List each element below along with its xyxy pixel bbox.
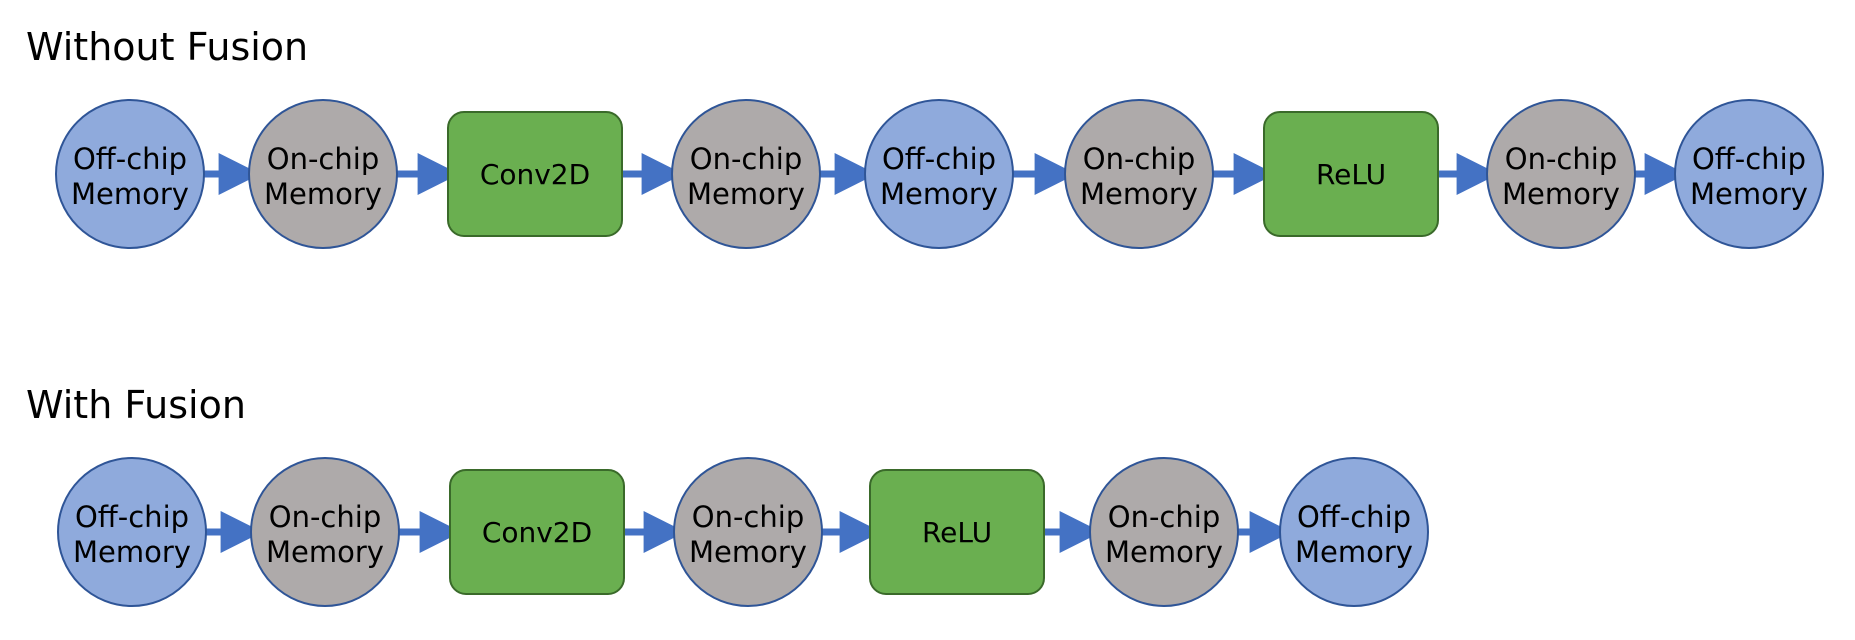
memory-label-line2: Memory bbox=[1502, 177, 1620, 211]
title-with-fusion: With Fusion bbox=[26, 383, 246, 427]
memory-label-line2: Memory bbox=[264, 177, 382, 211]
memory-label-line1: On-chip bbox=[267, 142, 379, 176]
op-label: Conv2D bbox=[480, 158, 590, 191]
memory-label-line2: Memory bbox=[1105, 535, 1223, 569]
memory-circle bbox=[864, 99, 1014, 249]
memory-label-line1: Off-chip bbox=[882, 142, 996, 176]
op-box-shape bbox=[449, 469, 625, 595]
memory-circle bbox=[250, 457, 400, 607]
memory-label-line1: On-chip bbox=[1083, 142, 1195, 176]
memory-circle bbox=[671, 99, 821, 249]
memory-circle bbox=[1674, 99, 1824, 249]
memory-label-line2: Memory bbox=[687, 177, 805, 211]
memory-label-line1: On-chip bbox=[1505, 142, 1617, 176]
op-label: ReLU bbox=[922, 516, 992, 549]
op-box-shape bbox=[869, 469, 1045, 595]
memory-circle bbox=[1279, 457, 1429, 607]
title-without-fusion: Without Fusion bbox=[26, 25, 308, 69]
op-box-conv2d: Conv2D bbox=[449, 469, 625, 595]
memory-circle bbox=[1064, 99, 1214, 249]
memory-label-line2: Memory bbox=[1080, 177, 1198, 211]
memory-circle bbox=[55, 99, 205, 249]
op-box-relu: ReLU bbox=[869, 469, 1045, 595]
memory-label-line2: Memory bbox=[1690, 177, 1808, 211]
memory-circle bbox=[1089, 457, 1239, 607]
memory-label-line2: Memory bbox=[689, 535, 807, 569]
op-box-shape bbox=[447, 111, 623, 237]
memory-circle bbox=[248, 99, 398, 249]
memory-label-line2: Memory bbox=[1295, 535, 1413, 569]
memory-label-line1: Off-chip bbox=[1692, 142, 1806, 176]
memory-label-line2: Memory bbox=[880, 177, 998, 211]
memory-label-line1: On-chip bbox=[1108, 500, 1220, 534]
memory-label-line1: Off-chip bbox=[73, 142, 187, 176]
memory-label-line2: Memory bbox=[71, 177, 189, 211]
memory-circle bbox=[57, 457, 207, 607]
memory-circle bbox=[673, 457, 823, 607]
memory-label-line1: On-chip bbox=[692, 500, 804, 534]
memory-label-line2: Memory bbox=[266, 535, 384, 569]
op-label: Conv2D bbox=[482, 516, 592, 549]
op-box-shape bbox=[1263, 111, 1439, 237]
memory-label-line1: On-chip bbox=[690, 142, 802, 176]
memory-circle bbox=[1486, 99, 1636, 249]
op-label: ReLU bbox=[1316, 158, 1386, 191]
memory-label-line1: On-chip bbox=[269, 500, 381, 534]
memory-label-line2: Memory bbox=[73, 535, 191, 569]
op-box-relu: ReLU bbox=[1263, 111, 1439, 237]
memory-label-line1: Off-chip bbox=[75, 500, 189, 534]
op-box-conv2d: Conv2D bbox=[447, 111, 623, 237]
memory-label-line1: Off-chip bbox=[1297, 500, 1411, 534]
